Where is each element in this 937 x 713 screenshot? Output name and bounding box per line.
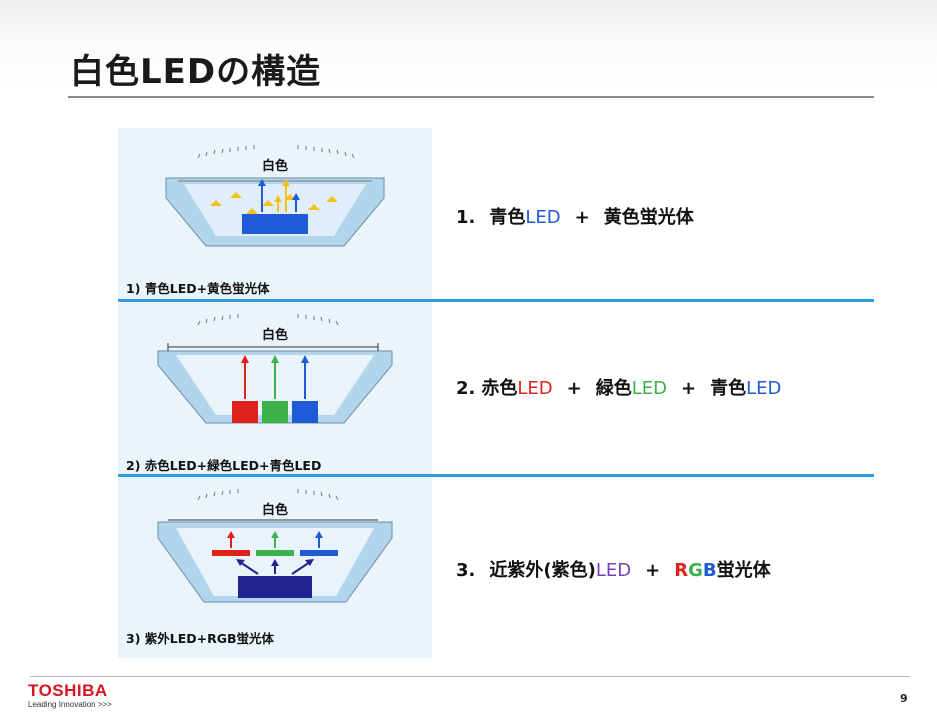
emission-arrows	[258, 179, 300, 212]
formula-1-blue-word: 青色	[489, 207, 526, 228]
red-led-chip	[232, 401, 258, 423]
formula-2-red-word: 赤色	[481, 378, 518, 399]
blue-led-chip	[292, 401, 318, 423]
formula-2-blue-word: 青色	[710, 378, 747, 399]
formula-3-phosphor-word: 蛍光体	[716, 560, 771, 581]
formula-3-b: B	[702, 560, 717, 581]
formula-1: 1. 青色LED + 黄色蛍光体	[456, 203, 694, 229]
formula-1-led-blue: LED	[525, 207, 561, 228]
violet-led-chip	[238, 576, 312, 598]
caption-2: 2) 赤色LED+緑色LED+青色LED	[126, 458, 322, 473]
led-diagram-3: 白色	[157, 489, 393, 603]
tick-marks	[197, 145, 355, 159]
diagram-panel-rgb-leds: 白色 2) 赤色LED+緑色LED+青色LED	[118, 303, 432, 475]
formula-2-led-green: LED	[631, 378, 667, 399]
white-label-1: 白色	[262, 158, 288, 174]
led-diagram-1: 白色	[165, 145, 385, 247]
formula-2: 2.赤色LED+緑色LED+青色LED	[456, 374, 781, 400]
formula-2-led-blue: LED	[746, 378, 782, 399]
formula-3-r: R	[674, 560, 689, 581]
formula-2-led-red: LED	[517, 378, 553, 399]
formula-1-plus: +	[574, 207, 590, 228]
white-label-3: 白色	[262, 502, 288, 518]
diagram-panel-uv-rgb-phosphor: 白色 3) 紫外LED+RGB蛍光体	[118, 478, 432, 658]
formula-2-number: 2.	[456, 378, 476, 399]
green-led-chip	[262, 401, 288, 423]
slide-title: 白色LEDの構造	[70, 52, 322, 92]
formula-3-g: G	[688, 560, 703, 581]
page-number: 9	[900, 692, 908, 705]
formula-2-green-word: 緑色	[595, 378, 632, 399]
formula-3-plus: +	[645, 560, 661, 581]
formula-3-near-uv-word: 近紫外(紫色)	[489, 560, 596, 581]
footer-rule	[30, 676, 910, 677]
formula-2-plus-2: +	[681, 378, 697, 399]
white-label-2: 白色	[262, 327, 288, 343]
title-underline	[68, 96, 874, 98]
green-phosphor-bar	[256, 550, 294, 556]
brand-tagline: Leading Innovation >>>	[28, 700, 112, 709]
toshiba-logo: TOSHIBA Leading Innovation >>>	[28, 682, 112, 710]
phosphor-fill	[184, 184, 366, 236]
section-separator-2	[118, 474, 874, 477]
diagram-panel-blue-yellow: 白色 1) 青色LED+黄色蛍光体	[118, 128, 432, 300]
led-diagram-2: 白色	[157, 314, 393, 424]
formula-3-number: 3.	[456, 560, 476, 581]
formula-3-led-violet: LED	[595, 560, 632, 581]
caption-1: 1) 青色LED+黄色蛍光体	[126, 281, 270, 296]
blue-led-chip	[242, 214, 308, 234]
caption-3: 3) 紫外LED+RGB蛍光体	[126, 631, 275, 646]
formula-1-number: 1.	[456, 207, 476, 228]
red-phosphor-bar	[212, 550, 250, 556]
brand-name: TOSHIBA	[28, 681, 108, 700]
blue-phosphor-bar	[300, 550, 338, 556]
formula-3: 3. 近紫外(紫色)LED + RGB蛍光体	[456, 556, 771, 582]
formula-2-plus-1: +	[566, 378, 582, 399]
formula-1-yellow-phosphor: 黄色蛍光体	[603, 207, 694, 228]
section-separator-1	[118, 299, 874, 302]
